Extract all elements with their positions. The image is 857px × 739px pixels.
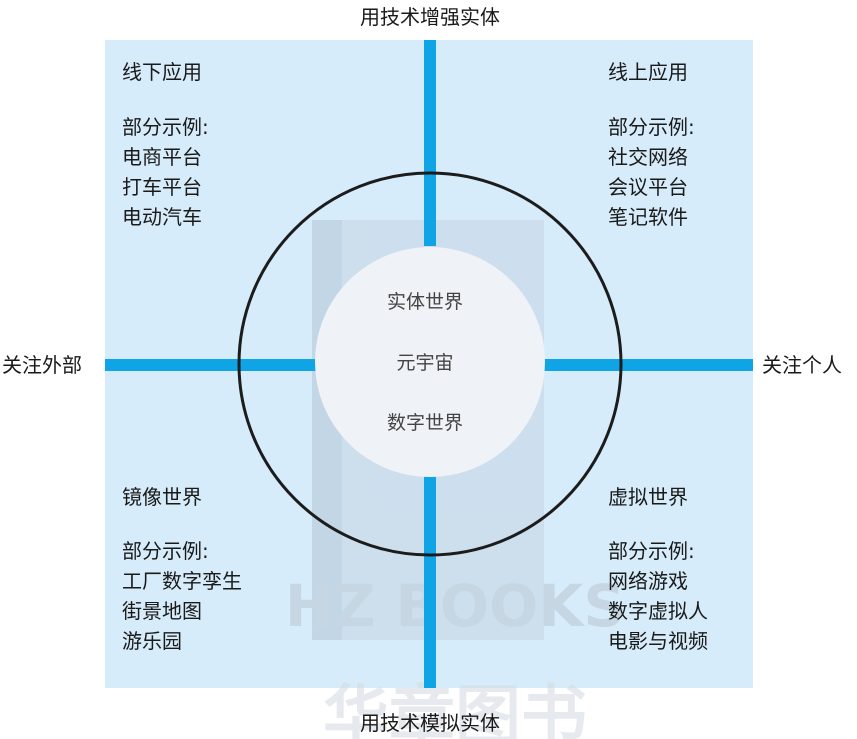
center-circle bbox=[315, 247, 545, 477]
outer-ring bbox=[237, 171, 623, 557]
horizontal-axis-left bbox=[105, 359, 317, 371]
axis-label-right: 关注个人 bbox=[762, 353, 842, 377]
quadrant-bottom-left: 镜像世界 部分示例: 工厂数字孪生 街景地图 游乐园 bbox=[122, 485, 242, 653]
quadrant-example-item: 工厂数字孪生 bbox=[122, 569, 242, 593]
watermark-book-spine bbox=[312, 220, 342, 640]
quadrant-title: 镜像世界 bbox=[122, 485, 202, 509]
quadrant-title: 线上应用 bbox=[608, 60, 688, 84]
quadrant-example-item: 社交网络 bbox=[608, 145, 688, 169]
center-label-digital-world: 数字世界 bbox=[387, 412, 463, 434]
vertical-axis-top bbox=[424, 40, 436, 246]
quadrant-examples-label: 部分示例: bbox=[122, 539, 209, 563]
quadrant-title: 虚拟世界 bbox=[608, 485, 688, 509]
quadrant-examples-label: 部分示例: bbox=[122, 115, 209, 139]
horizontal-axis-right bbox=[543, 359, 753, 371]
quadrant-example-item: 电影与视频 bbox=[608, 629, 708, 653]
axis-label-left: 关注外部 bbox=[2, 353, 82, 377]
center-label-physical-world: 实体世界 bbox=[387, 291, 463, 313]
quadrant-example-item: 电商平台 bbox=[122, 145, 202, 169]
quadrant-example-item: 电动汽车 bbox=[122, 205, 202, 229]
quadrant-example-item: 数字虚拟人 bbox=[608, 599, 708, 623]
quadrant-examples-label: 部分示例: bbox=[608, 115, 695, 139]
quadrant-top-right: 线上应用 部分示例: 社交网络 会议平台 笔记软件 bbox=[608, 60, 695, 229]
quadrant-example-item: 会议平台 bbox=[608, 175, 688, 199]
quadrant-top-left: 线下应用 部分示例: 电商平台 打车平台 电动汽车 bbox=[122, 60, 209, 229]
watermark-chinese: 华章图书 bbox=[323, 678, 587, 739]
axis-label-bottom: 用技术模拟实体 bbox=[360, 711, 500, 735]
axis-label-top: 用技术增强实体 bbox=[360, 5, 500, 29]
quadrant-example-item: 笔记软件 bbox=[608, 205, 688, 229]
center-label-metaverse: 元宇宙 bbox=[396, 352, 453, 374]
watermark-latin: HZ BOOKS bbox=[285, 572, 625, 640]
quadrant-example-item: 街景地图 bbox=[122, 599, 202, 623]
quadrant-example-item: 游乐园 bbox=[122, 629, 182, 653]
quadrant-bottom-right: 虚拟世界 部分示例: 网络游戏 数字虚拟人 电影与视频 bbox=[608, 485, 708, 653]
quadrant-examples-label: 部分示例: bbox=[608, 539, 695, 563]
vertical-axis-bottom bbox=[424, 476, 436, 688]
quadrant-example-item: 网络游戏 bbox=[608, 569, 688, 593]
quadrant-example-item: 打车平台 bbox=[122, 175, 202, 199]
quadrant-title: 线下应用 bbox=[122, 60, 202, 84]
